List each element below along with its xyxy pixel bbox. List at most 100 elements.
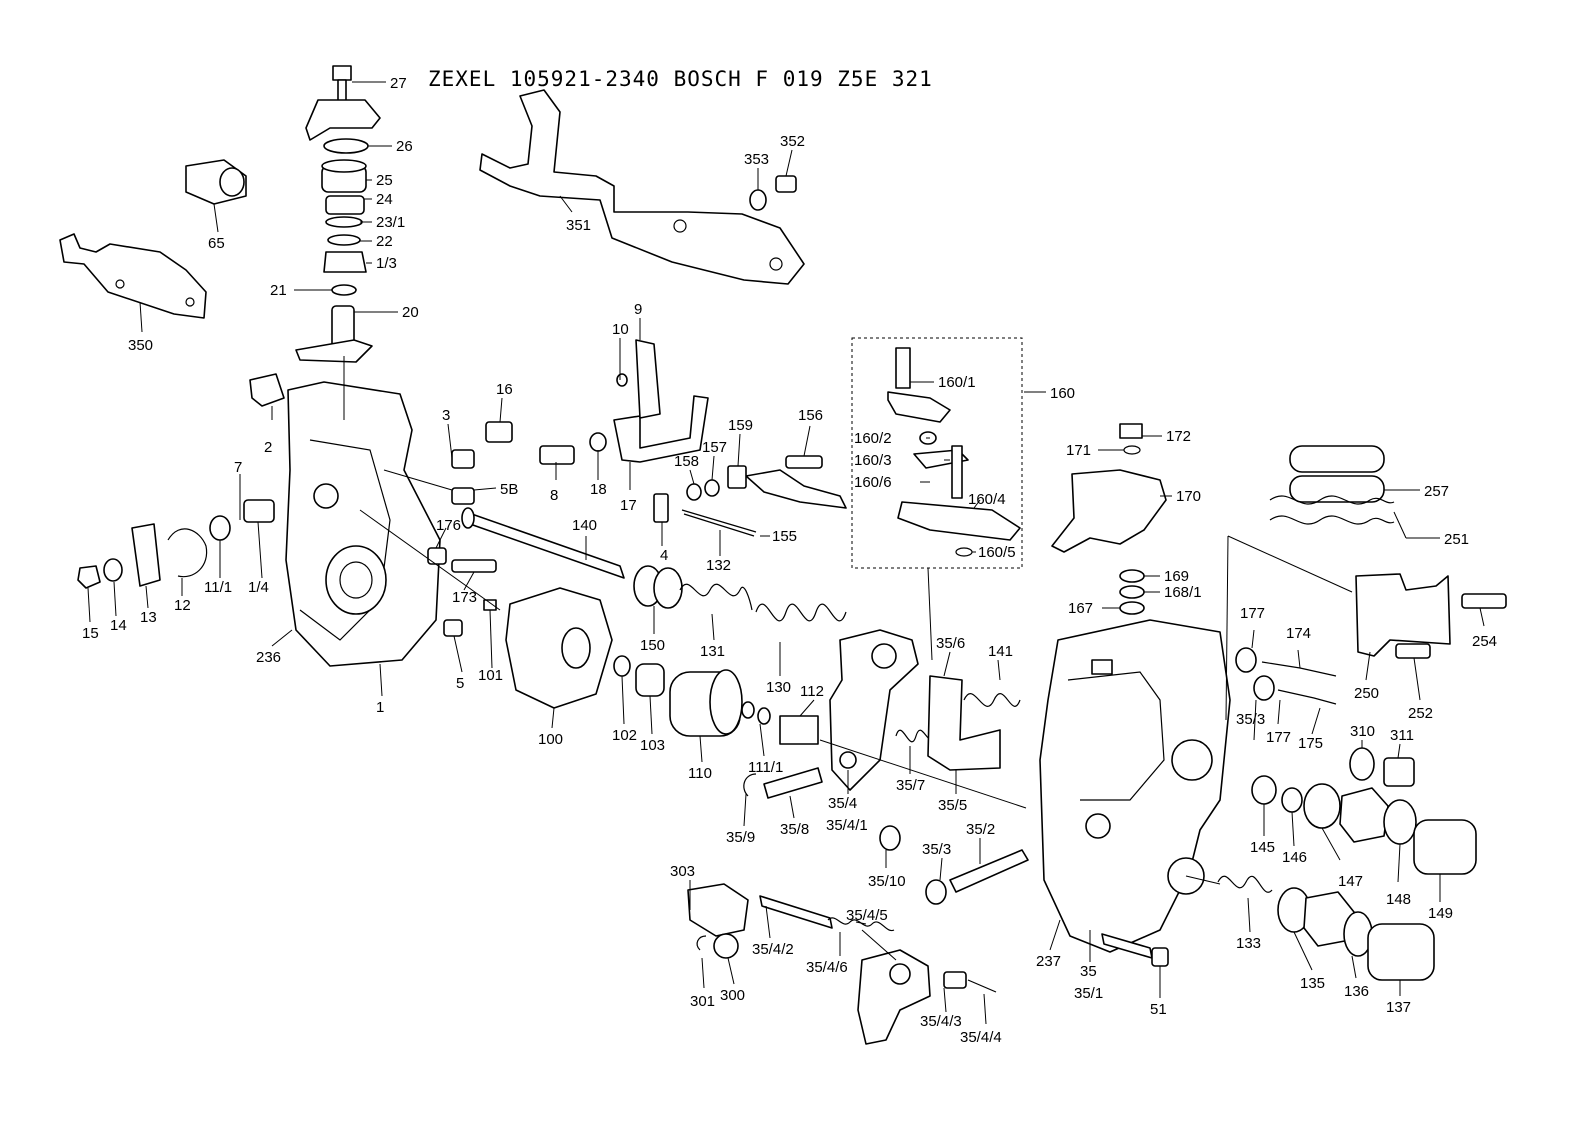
callout-160-5: 160/5 bbox=[978, 544, 1016, 561]
callout-176: 176 bbox=[436, 517, 461, 534]
callout-11-1: 11/1 bbox=[204, 579, 232, 596]
callout-35-4-6: 35/4/6 bbox=[806, 959, 848, 976]
part-170-lever bbox=[1051, 423, 1167, 553]
callout-112: 112 bbox=[800, 683, 824, 700]
part-112-block bbox=[741, 701, 819, 745]
callout-labels: 27 26 25 24 23/1 22 1/3 21 20 65 350 351… bbox=[82, 75, 1497, 1046]
callout-35-2: 35/2 bbox=[966, 821, 995, 838]
callout-24: 24 bbox=[376, 191, 393, 208]
part-left-stack bbox=[77, 499, 275, 589]
callout-35: 35 bbox=[1080, 963, 1097, 980]
callout-171: 171 bbox=[1066, 442, 1091, 459]
callout-21: 21 bbox=[270, 282, 287, 299]
callout-35-4-2: 35/4/2 bbox=[752, 941, 794, 958]
callout-350: 350 bbox=[128, 337, 153, 354]
callout-35-4-5: 35/4/5 bbox=[846, 907, 888, 924]
leader-lines bbox=[87, 81, 1485, 1025]
callout-35-3-b: 35/3 bbox=[922, 841, 951, 858]
part-35-4-lever bbox=[829, 629, 919, 791]
part-35-2-pin bbox=[879, 825, 1029, 905]
callout-12: 12 bbox=[174, 597, 191, 614]
part-140-shaft bbox=[461, 507, 625, 579]
callout-303: 303 bbox=[670, 863, 695, 880]
callout-145: 145 bbox=[1250, 839, 1275, 856]
callout-353: 353 bbox=[744, 151, 769, 168]
callout-158: 158 bbox=[674, 453, 699, 470]
part-35-8-pin bbox=[743, 767, 823, 799]
part-4-clip bbox=[653, 493, 669, 523]
callout-8: 8 bbox=[550, 487, 558, 504]
callout-148: 148 bbox=[1386, 891, 1411, 908]
callout-25: 25 bbox=[376, 172, 393, 189]
callout-177-b: 177 bbox=[1266, 729, 1291, 746]
callout-7: 7 bbox=[234, 459, 242, 476]
callout-137: 137 bbox=[1386, 999, 1411, 1016]
callout-101: 101 bbox=[478, 667, 503, 684]
part-351-bracket bbox=[479, 89, 805, 285]
part-310-311 bbox=[1349, 747, 1415, 787]
part-132-spring bbox=[681, 509, 757, 537]
callout-18: 18 bbox=[590, 481, 607, 498]
part-250-bracket bbox=[1355, 573, 1507, 659]
part-stack-25-1-3 bbox=[321, 159, 367, 296]
callout-147: 147 bbox=[1338, 873, 1363, 890]
callout-169: 169 bbox=[1164, 568, 1189, 585]
callout-35-1: 35/1 bbox=[1074, 985, 1103, 1002]
part-27-bolt bbox=[332, 65, 352, 105]
callout-35-3-a: 35/3 bbox=[1236, 711, 1265, 728]
part-167-169-washers bbox=[1119, 569, 1145, 615]
callout-9: 9 bbox=[634, 301, 642, 318]
diagram-title: ZEXEL 105921-2340 BOSCH F 019 Z5E 321 bbox=[428, 67, 933, 91]
construction-lines bbox=[343, 337, 1353, 961]
callout-167: 167 bbox=[1068, 600, 1093, 617]
callout-252: 252 bbox=[1408, 705, 1433, 722]
callout-160: 160 bbox=[1050, 385, 1075, 402]
callout-14: 14 bbox=[110, 617, 127, 634]
part-3-screw bbox=[451, 449, 475, 469]
part-131-spring bbox=[679, 583, 753, 611]
callout-141: 141 bbox=[988, 643, 1013, 660]
callout-130: 130 bbox=[766, 679, 791, 696]
callout-177-a: 177 bbox=[1240, 605, 1265, 622]
callout-10: 10 bbox=[612, 321, 629, 338]
callout-131: 131 bbox=[700, 643, 725, 660]
callout-173: 173 bbox=[452, 589, 477, 606]
callout-251: 251 bbox=[1444, 531, 1469, 548]
part-20-lever bbox=[295, 305, 373, 363]
callout-174: 174 bbox=[1286, 625, 1311, 642]
part-145-149-fittings bbox=[1251, 775, 1477, 875]
callout-160-4: 160/4 bbox=[968, 491, 1006, 508]
part-160-group bbox=[887, 347, 1021, 557]
callout-135: 135 bbox=[1300, 975, 1325, 992]
callout-35-4-3: 35/4/3 bbox=[920, 1013, 962, 1030]
callout-156: 156 bbox=[798, 407, 823, 424]
callout-132: 132 bbox=[706, 557, 731, 574]
callout-170: 170 bbox=[1176, 488, 1201, 505]
callout-27: 27 bbox=[390, 75, 407, 92]
part-352-353-bolt bbox=[749, 175, 797, 211]
callout-51: 51 bbox=[1150, 1001, 1167, 1018]
part-100-flyweight bbox=[483, 587, 613, 709]
part-174-175-screws bbox=[1235, 647, 1337, 705]
callout-1-4: 1/4 bbox=[248, 579, 269, 596]
part-155-lever bbox=[686, 455, 847, 509]
callout-160-6: 160/6 bbox=[854, 474, 892, 491]
callout-160-2: 160/2 bbox=[854, 430, 892, 447]
callout-35-4: 35/4 bbox=[828, 795, 857, 812]
part-16-screw bbox=[485, 421, 513, 443]
callout-311: 311 bbox=[1390, 727, 1414, 744]
callout-157: 157 bbox=[702, 439, 727, 456]
callout-149: 149 bbox=[1428, 905, 1453, 922]
part-130-spring bbox=[755, 603, 847, 622]
part-drawings bbox=[59, 65, 1507, 1045]
callout-133: 133 bbox=[1236, 935, 1261, 952]
part-misc-screws bbox=[427, 432, 607, 637]
callout-160-3: 160/3 bbox=[854, 452, 892, 469]
part-17-frame bbox=[613, 339, 709, 463]
callout-257: 257 bbox=[1424, 483, 1449, 500]
part-251-springs bbox=[1269, 495, 1395, 525]
part-26-bracket bbox=[305, 99, 381, 154]
callout-13: 13 bbox=[140, 609, 157, 626]
